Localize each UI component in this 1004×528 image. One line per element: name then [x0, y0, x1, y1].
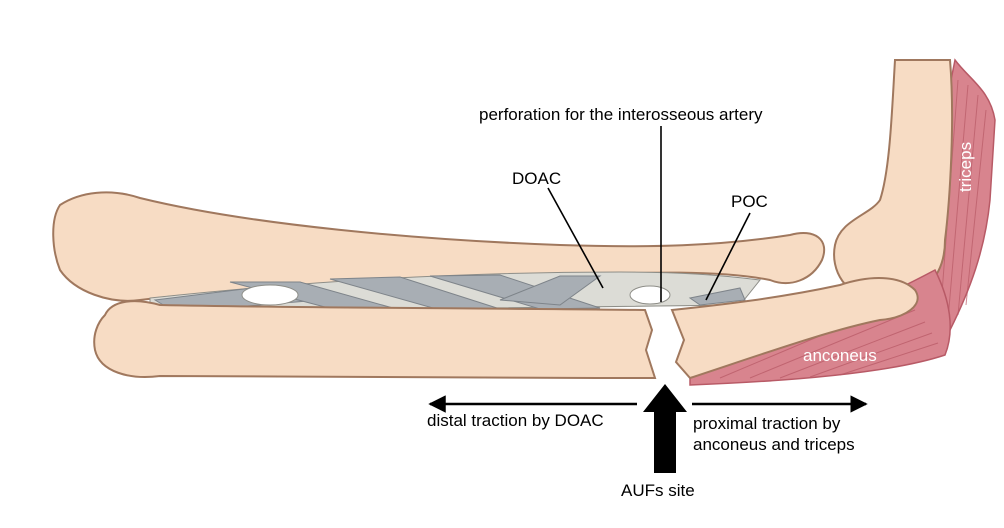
perforation-label: perforation for the interosseous artery [479, 105, 763, 124]
doac-leader [547, 187, 604, 289]
poc-label: POC [731, 192, 768, 211]
proximal-traction-label-line2: anconeus and triceps [693, 435, 855, 454]
radius-bone [52, 191, 826, 302]
membrane-gap [241, 284, 299, 306]
humerus-bone [833, 59, 954, 302]
distal-traction-label: distal traction by DOAC [427, 411, 604, 430]
aufs-site-arrow [643, 384, 687, 473]
ulna-distal-segment [93, 300, 657, 380]
proximal-traction-label-line1: proximal traction by [693, 414, 841, 433]
doac-label: DOAC [512, 169, 562, 188]
poc-ligament [688, 287, 746, 306]
aufs-site-label: AUFs site [621, 481, 695, 500]
interosseous-perforation [629, 285, 671, 305]
poc-leader [705, 212, 751, 301]
doac-ligament [153, 274, 602, 313]
ulna-proximal-segment [670, 277, 919, 380]
anconeus-label: anconeus [803, 346, 877, 365]
triceps-label: triceps [956, 141, 975, 192]
